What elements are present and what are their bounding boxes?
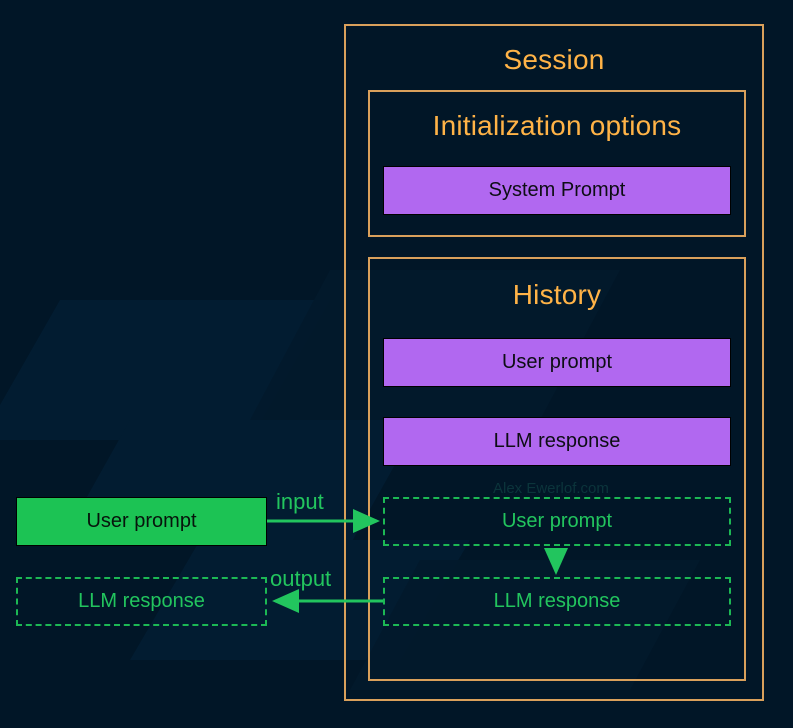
system-prompt-chip[interactable]: System Prompt: [383, 166, 731, 215]
history-llm-response-chip[interactable]: LLM response: [383, 417, 731, 466]
external-llm-response-label: LLM response: [78, 590, 205, 612]
history-user-prompt-label: User prompt: [501, 351, 613, 373]
session-title: Session: [503, 44, 605, 75]
history-new-user-prompt-chip[interactable]: User prompt: [383, 497, 731, 546]
history-new-llm-response-chip[interactable]: LLM response: [383, 577, 731, 626]
initialization-options-frame: Initialization options: [368, 90, 746, 237]
initialization-options-title: Initialization options: [432, 110, 682, 141]
input-edge-label: input: [276, 489, 324, 514]
history-new-user-prompt-label: User prompt: [501, 510, 613, 532]
external-llm-response-chip[interactable]: LLM response: [16, 577, 267, 626]
external-user-prompt-label: User prompt: [86, 510, 197, 532]
output-edge-label: output: [270, 566, 332, 591]
history-llm-response-label: LLM response: [493, 430, 621, 452]
history-new-llm-response-label: LLM response: [493, 590, 621, 612]
system-prompt-label: System Prompt: [488, 179, 626, 201]
history-title: History: [512, 279, 602, 310]
external-user-prompt-chip[interactable]: User prompt: [16, 497, 267, 546]
session-frame: Session: [344, 24, 764, 701]
watermark-text: Alex Ewerlof.com: [493, 480, 609, 497]
history-frame: History: [368, 257, 746, 681]
history-user-prompt-chip[interactable]: User prompt: [383, 338, 731, 387]
